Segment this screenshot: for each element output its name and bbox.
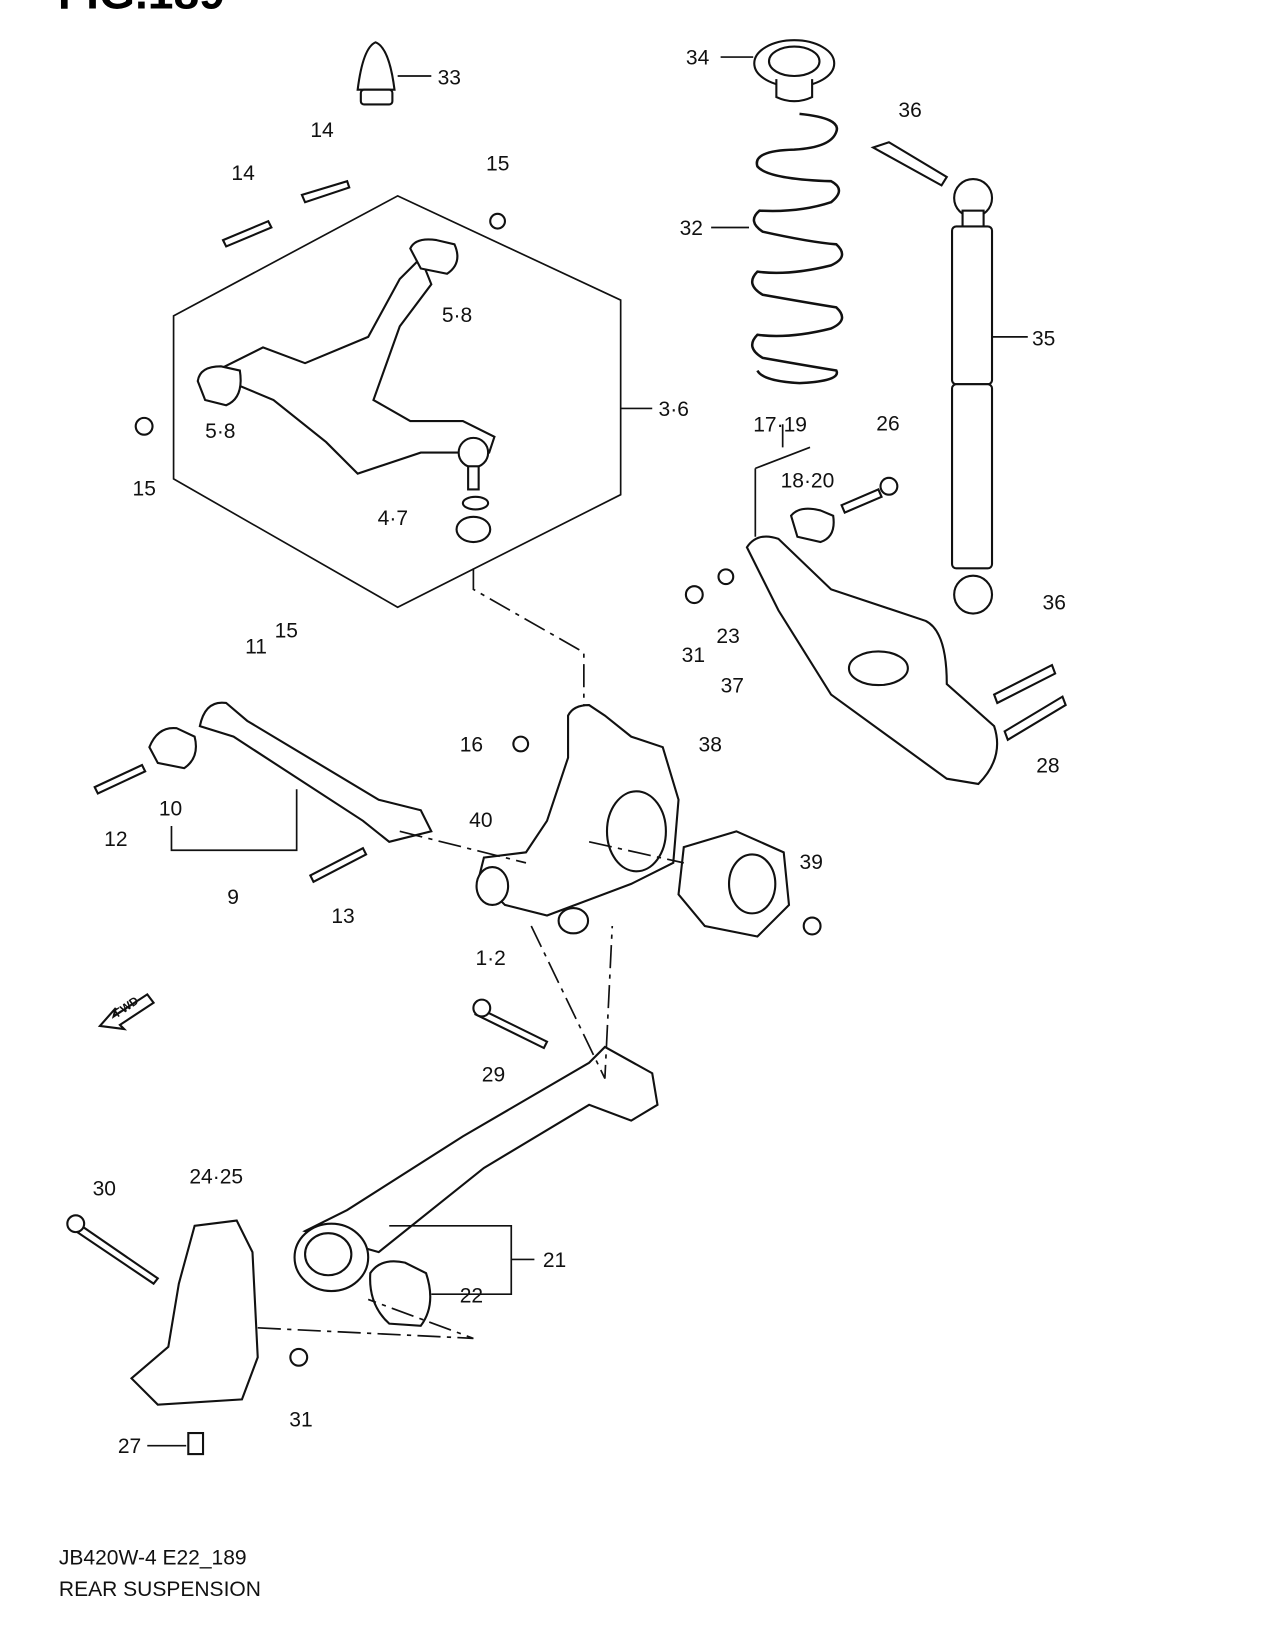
callout: 16 (460, 733, 483, 756)
callout: 17·19 (753, 414, 807, 437)
callout: 21 (543, 1249, 566, 1272)
callout: 29 (482, 1064, 505, 1087)
fwd-arrow-icon: FWD (97, 992, 156, 1031)
callout: 35 (1032, 327, 1055, 350)
callout: 40 (469, 809, 492, 832)
callout: 15 (275, 620, 298, 643)
callout-labels: 33 34 36 14 14 15 32 35 5·8 3·6 5·8 15 1… (93, 46, 1066, 1458)
callout: 31 (289, 1409, 312, 1432)
callout: 28 (1036, 754, 1059, 777)
callout: 37 (721, 674, 744, 697)
callout: 10 (159, 798, 182, 821)
callout: 14 (231, 162, 255, 185)
figure-title: FIG.189 (58, 0, 225, 19)
callout: 4·7 (378, 507, 408, 530)
callout: 27 (118, 1435, 141, 1458)
callout: 22 (460, 1285, 483, 1308)
callout: 34 (686, 46, 710, 69)
callout: 13 (331, 905, 354, 928)
lateral-rod-part (93, 701, 433, 884)
callout: 36 (1043, 591, 1066, 614)
upper-arm-assembly-part (134, 179, 653, 609)
callout: 5·8 (205, 420, 235, 443)
callout: 26 (876, 413, 899, 436)
callout: 3·6 (659, 398, 689, 421)
callout: 18·20 (781, 469, 835, 492)
callout: 39 (800, 851, 823, 874)
callout: 14 (310, 119, 334, 142)
callout: 15 (133, 478, 156, 501)
diagram-code: JB420W-4 E22_189 (59, 1547, 247, 1570)
trailing-arm-part (293, 998, 659, 1327)
callout: 1·2 (475, 947, 505, 970)
callout: 24·25 (189, 1166, 243, 1189)
callout: 11 (245, 636, 267, 659)
callout: 33 (438, 66, 461, 89)
bracket-part (66, 1214, 474, 1456)
callout: 36 (898, 99, 921, 122)
callout: 30 (93, 1177, 116, 1200)
spring-seat-part (720, 39, 836, 103)
lower-control-arm-part (684, 424, 1067, 786)
knuckle-part (475, 704, 822, 938)
callout: 9 (227, 886, 239, 909)
callout: 32 (680, 217, 703, 240)
callout: 31 (682, 644, 705, 667)
diagram-name: REAR SUSPENSION (59, 1578, 261, 1601)
bump-stop-part (356, 41, 432, 106)
callout: 5·8 (442, 304, 472, 327)
callout: 23 (716, 625, 739, 648)
callout: 12 (104, 828, 127, 851)
coil-spring-part (711, 112, 844, 385)
callout: 15 (486, 153, 509, 176)
shock-absorber-part (870, 141, 1028, 615)
callout: 38 (699, 733, 722, 756)
